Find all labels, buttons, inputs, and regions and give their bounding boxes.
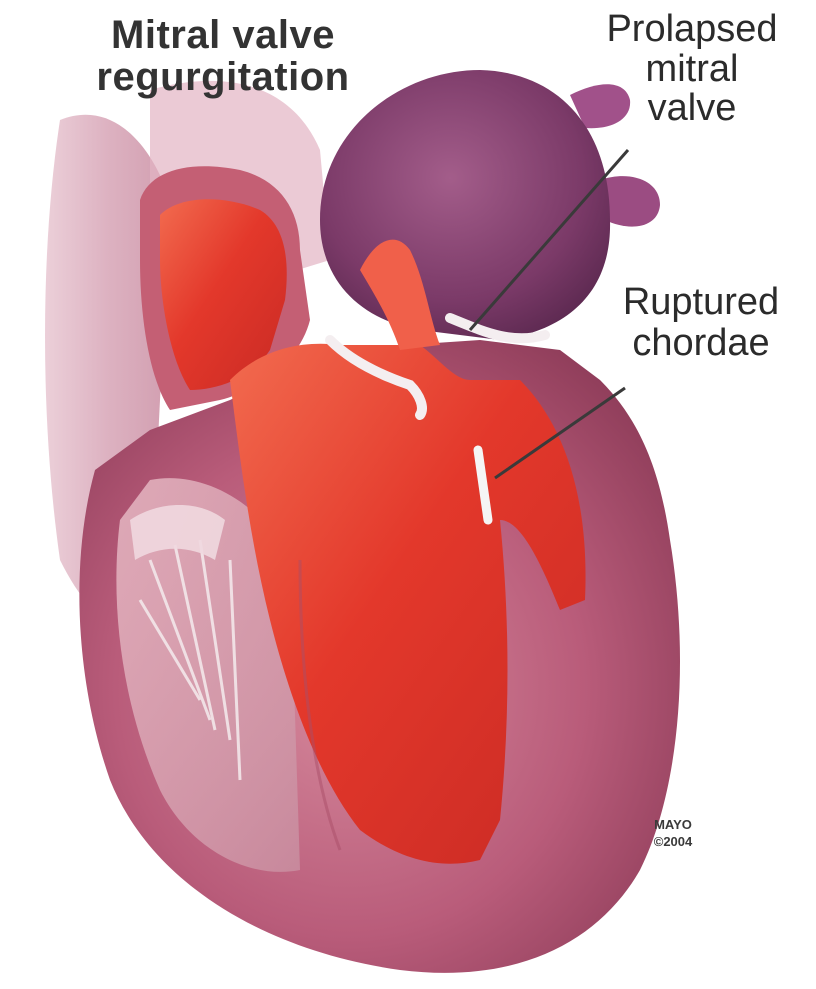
callout-prolapsed-line-2: mitral bbox=[576, 50, 808, 90]
callout-ruptured-line-2: chordae bbox=[590, 323, 812, 364]
callout-ruptured-line-1: Ruptured bbox=[590, 282, 812, 323]
title-line-2: regurgitation bbox=[58, 56, 388, 98]
callout-prolapsed-line-1: Prolapsed bbox=[576, 10, 808, 50]
diagram-title: Mitral valve regurgitation bbox=[58, 14, 388, 98]
credit-line-1: MAYO bbox=[628, 817, 718, 834]
callout-ruptured-chordae: Ruptured chordae bbox=[590, 282, 812, 364]
title-line-1: Mitral valve bbox=[58, 14, 388, 56]
callout-prolapsed-mitral-valve: Prolapsed mitral valve bbox=[576, 10, 808, 129]
copyright-credit: MAYO ©2004 bbox=[628, 817, 718, 851]
callout-prolapsed-line-3: valve bbox=[576, 89, 808, 129]
left-atrium bbox=[320, 70, 610, 340]
credit-line-2: ©2004 bbox=[628, 834, 718, 851]
